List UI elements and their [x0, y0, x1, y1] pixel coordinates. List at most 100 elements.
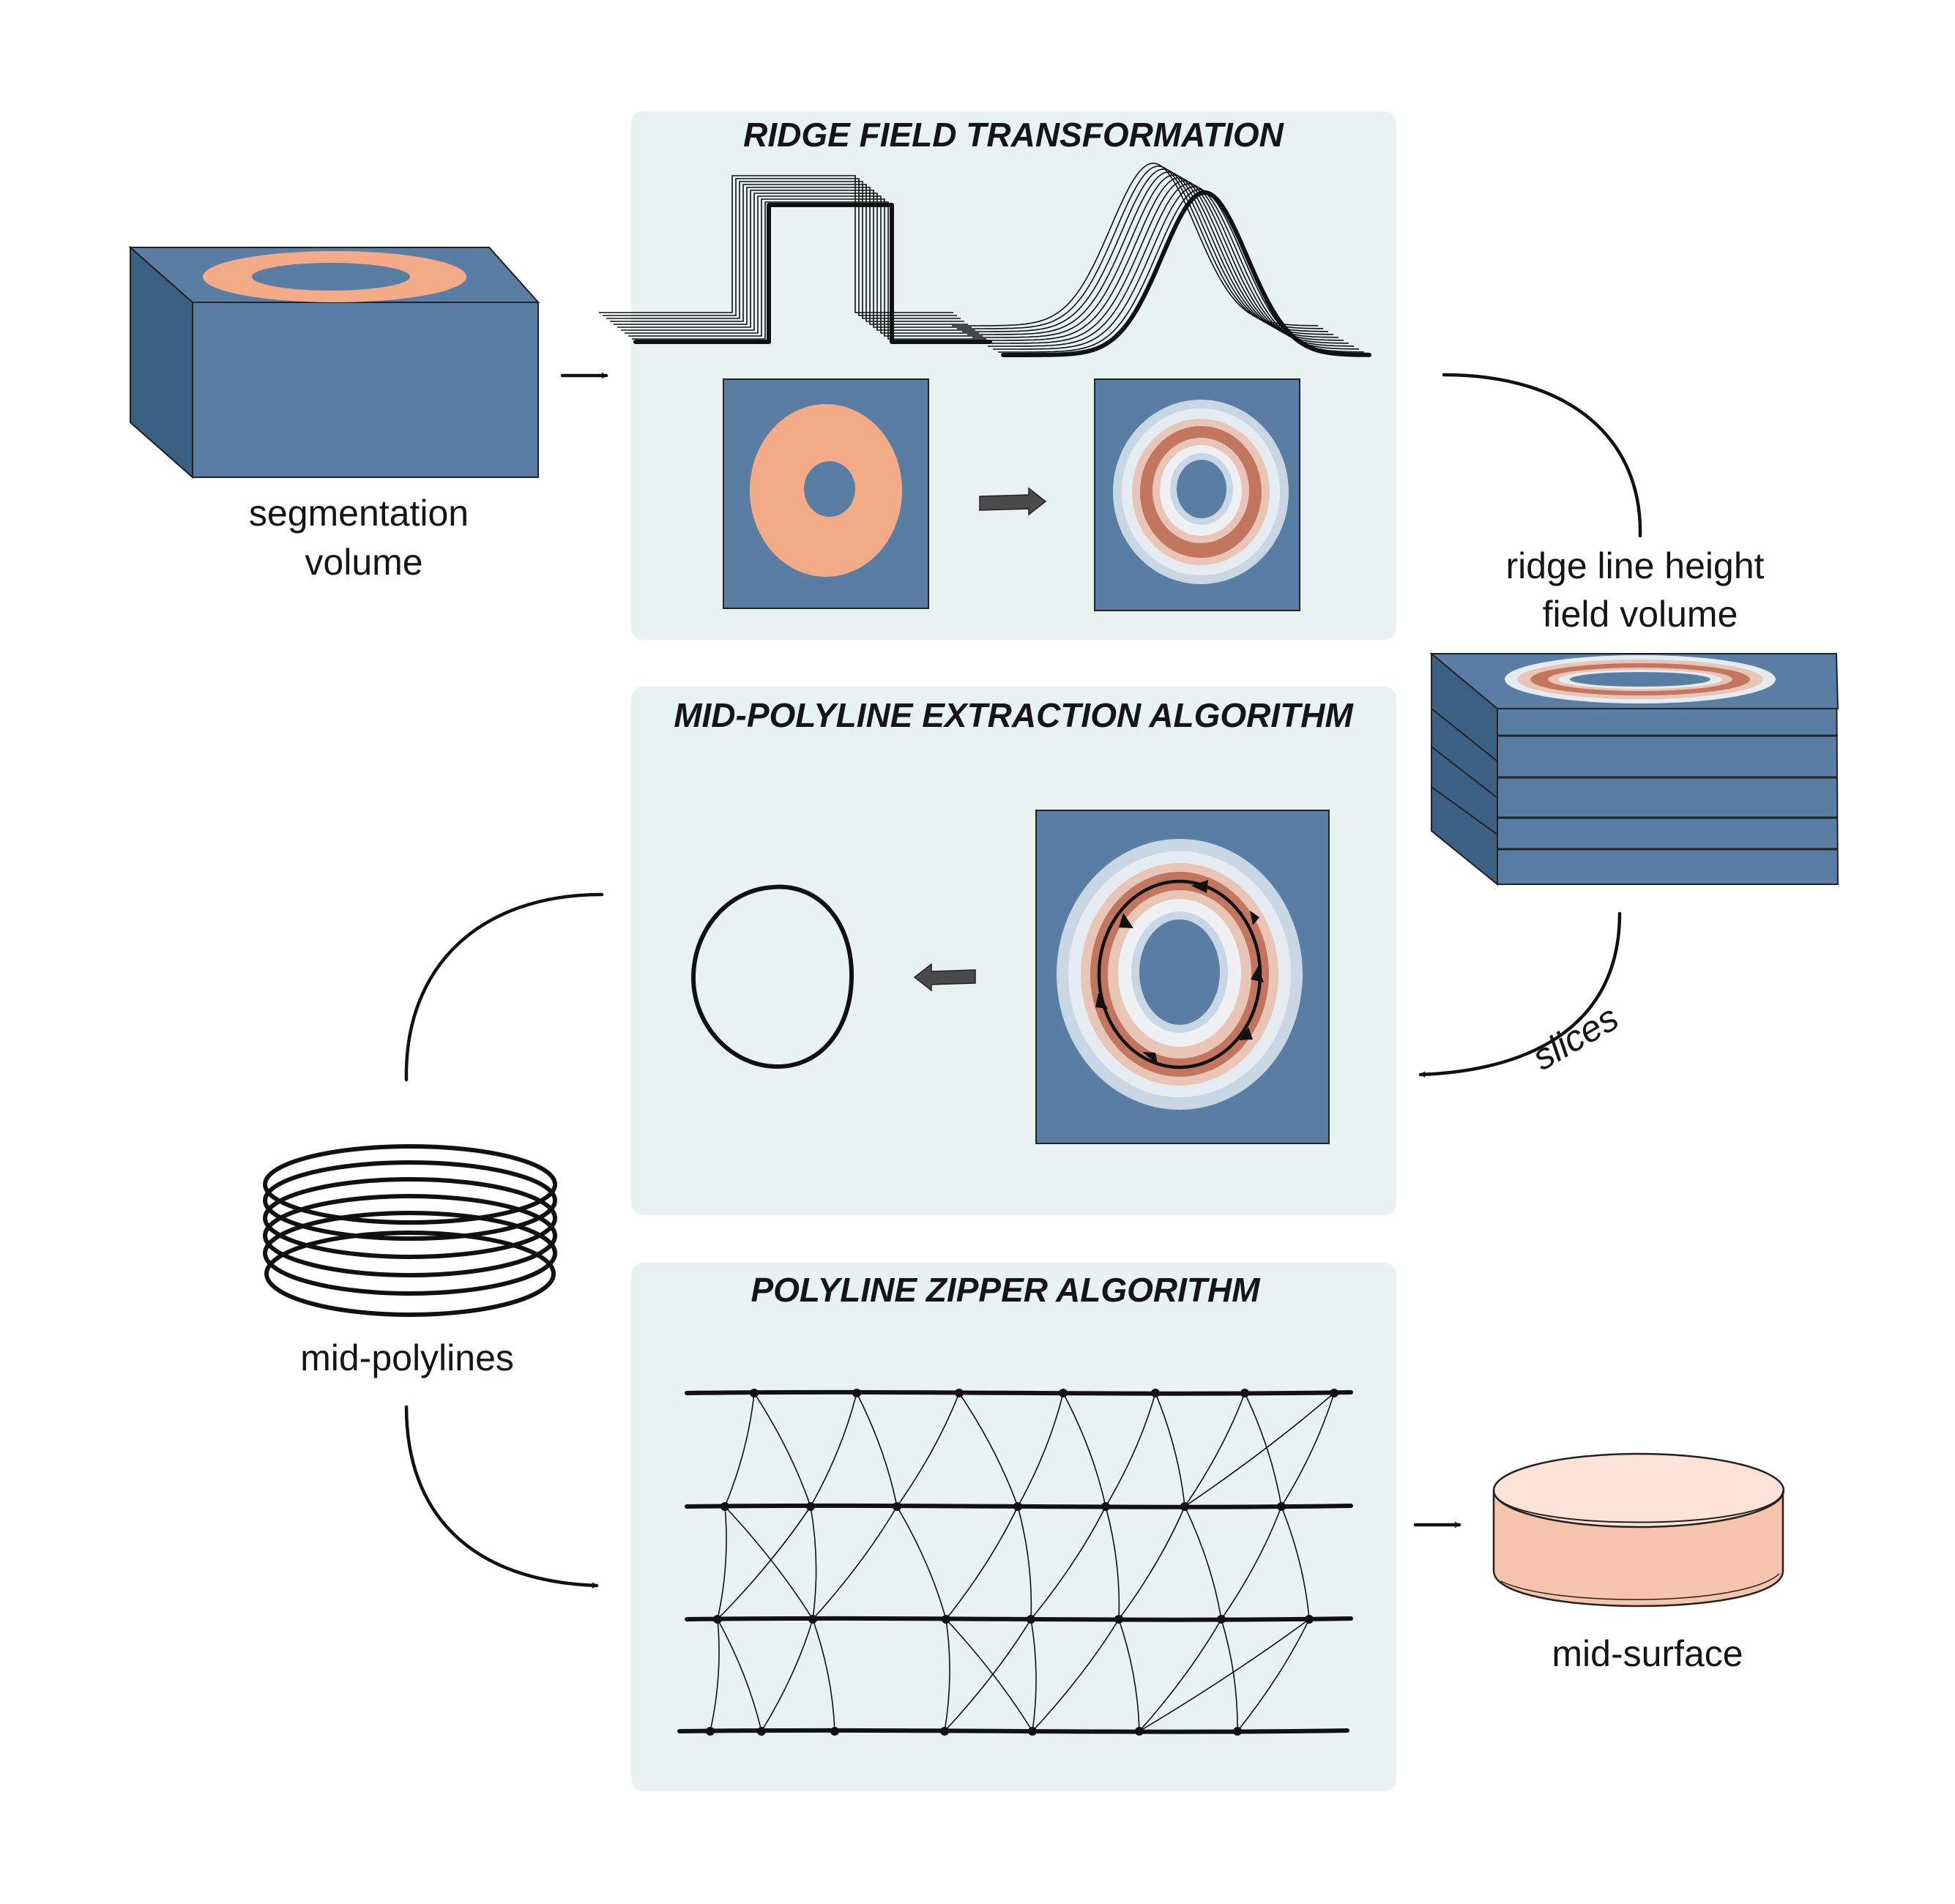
zipper-link: [1118, 1506, 1185, 1620]
zipper-link: [753, 1392, 811, 1507]
zipper-link: [1221, 1619, 1238, 1732]
zipper-link: [761, 1619, 813, 1732]
trace-direction-arrow-icon: [1239, 1027, 1253, 1040]
segmentation-slice: [723, 378, 929, 609]
zipper-polyline: [677, 1728, 1349, 1734]
zipper-link: [1184, 1506, 1222, 1620]
transform-arrow-icon: [979, 487, 1047, 516]
step-profile-line: [625, 195, 979, 334]
zipper-link: [1184, 1392, 1335, 1507]
zipper-link: [1105, 1506, 1120, 1620]
extract-arrow-icon: [913, 963, 976, 992]
step-profile-line: [606, 181, 961, 319]
step-profile-line: [614, 187, 968, 325]
step-profile-stack: [599, 175, 992, 344]
zipper-link: [1139, 1619, 1222, 1732]
polyline-vertex: [852, 1389, 861, 1397]
zipper-link: [724, 1392, 755, 1507]
zipper-link: [1281, 1392, 1335, 1507]
zipper-link: [958, 1392, 1019, 1507]
zipper-link: [1030, 1619, 1037, 1732]
polyline-vertex: [808, 1615, 817, 1624]
ridge-volume-label-line1: ridge line height: [1505, 545, 1764, 586]
polyline-vertex: [1233, 1727, 1242, 1736]
step-profile-line: [610, 184, 964, 322]
zipper-link: [812, 1506, 898, 1620]
zipper-link: [1017, 1392, 1064, 1507]
polyline-vertex: [1217, 1615, 1226, 1624]
slices-label: slices: [1525, 997, 1625, 1078]
trace-direction-arrow-icon: [1251, 966, 1264, 982]
connector-to-mid-polylines: [404, 892, 604, 1082]
polyline-vertex: [1114, 1615, 1123, 1624]
zipper-link: [717, 1506, 727, 1620]
polyline-vertex: [1027, 1615, 1035, 1624]
trace-direction-arrow-icon: [1095, 993, 1108, 1009]
polyline-vertex: [706, 1727, 715, 1736]
mid-polylines-stack: [263, 1144, 557, 1317]
connector-to-ridge-volume: [1442, 373, 1642, 538]
polyline-vertex: [1330, 1389, 1338, 1397]
polyline-vertex: [806, 1502, 815, 1511]
connector-to-zipper: [404, 1405, 599, 1588]
zipper-link: [1105, 1392, 1156, 1507]
polyline-vertex: [1277, 1502, 1286, 1511]
zipper-link: [1237, 1619, 1310, 1732]
zipper-link: [1221, 1506, 1282, 1620]
zipper-link: [717, 1506, 811, 1620]
zipper-link: [945, 1619, 1033, 1732]
step-profile-line: [603, 178, 957, 316]
polyline-vertex: [1240, 1389, 1249, 1397]
zipper-link: [812, 1619, 835, 1732]
trace-direction-arrow-icon: [1250, 911, 1259, 925]
polyline-vertex: [713, 1615, 722, 1624]
zipper-link: [1184, 1392, 1245, 1507]
zipper-polylines: [677, 1389, 1353, 1736]
step-profile-line: [632, 201, 986, 340]
polyline-vertex: [1101, 1502, 1110, 1511]
polyline-vertex: [1180, 1502, 1189, 1511]
ridge-field-title: RIDGE FIELD TRANSFORMATION: [743, 116, 1284, 154]
zipper-polyline: [685, 1616, 1353, 1622]
extracted-mid-polyline: [690, 884, 854, 1069]
mid-surface-cylinder: [1492, 1452, 1785, 1608]
zipper-link: [1139, 1619, 1310, 1732]
polyline-vertex: [1013, 1502, 1022, 1511]
polyline-vertex: [830, 1727, 839, 1736]
step-profile-line: [628, 198, 983, 337]
zipper-link: [896, 1392, 960, 1507]
zipper-link: [944, 1619, 1032, 1732]
segmentation-label-line2: volume: [305, 542, 422, 583]
trace-direction-arrow-icon: [1191, 880, 1208, 893]
zipper-title: POLYLINE ZIPPER ALGORITHM: [751, 1271, 1261, 1309]
trace-direction-arrow-icon: [1119, 913, 1133, 928]
zipper-link: [810, 1506, 817, 1620]
polyline-vertex: [942, 1615, 950, 1624]
zipper-link: [1244, 1392, 1282, 1507]
segmentation-label-line1: segmentation: [249, 493, 469, 534]
polyline-vertex: [757, 1727, 766, 1736]
zipper-link: [717, 1619, 762, 1732]
zipper-link: [1062, 1392, 1106, 1507]
zipper-link: [724, 1506, 813, 1620]
zipper-link: [945, 1506, 1019, 1620]
polyline-vertex: [1305, 1615, 1314, 1624]
zipper-link: [1032, 1619, 1120, 1732]
step-profile-line: [633, 203, 992, 344]
polyline-vertex: [955, 1389, 964, 1397]
zipper-panel: [631, 1263, 1396, 1791]
polyline-vertex: [750, 1389, 759, 1397]
zipper-link: [1281, 1506, 1310, 1620]
gaussian-profile-stack: [952, 163, 1371, 357]
zipper-link: [710, 1619, 720, 1732]
ridge-height-field-volume: [1429, 652, 1839, 886]
zipper-link: [896, 1506, 947, 1620]
ridge-field-slice: [1094, 378, 1300, 611]
zipper-link: [1017, 1506, 1032, 1620]
gaussian-profile-line: [1001, 190, 1371, 357]
mid-surface-label: mid-surface: [1552, 1633, 1743, 1674]
ridge-slice-with-tracing: [1035, 810, 1330, 1144]
polyline-vertex: [893, 1502, 901, 1511]
zipper-link: [1155, 1392, 1185, 1507]
